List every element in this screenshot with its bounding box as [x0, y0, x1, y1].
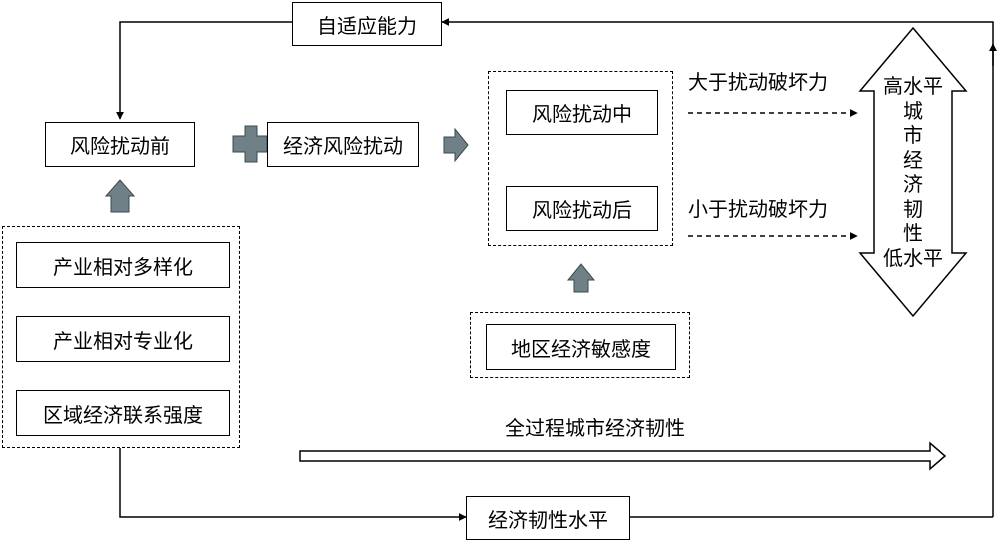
feedback-loop-arrow [441, 18, 994, 517]
factor-diversification-box: 产业相对多样化 [16, 242, 230, 288]
right-block-arrow-icon [443, 127, 469, 163]
scale-char: 济 [903, 172, 923, 196]
adaptive-capacity-box: 自适应能力 [292, 2, 442, 46]
before-disturbance-box: 风险扰动前 [45, 122, 195, 167]
scale-char: 经 [903, 147, 923, 172]
scale-char: 市 [903, 123, 923, 147]
resilience-scale-label: 高水平 城 市 经 济 韧 性 低水平 [873, 74, 953, 270]
scale-char: 城 [903, 98, 923, 123]
up-block-arrow-icon-middle [566, 263, 596, 293]
full-process-resilience-label: 全过程城市经济韧性 [505, 416, 685, 440]
factors-group [2, 226, 240, 448]
scale-high-label: 高水平 [883, 74, 943, 98]
full-process-arrow [299, 441, 947, 471]
plus-icon [232, 125, 268, 163]
during-disturbance-box: 风险扰动中 [506, 90, 658, 135]
after-disturbance-box: 风险扰动后 [506, 186, 658, 231]
factor-connection-strength-box: 区域经济联系强度 [16, 390, 230, 436]
resilience-level-box: 经济韧性水平 [466, 496, 630, 540]
economic-risk-disturbance-box: 经济风险扰动 [267, 122, 419, 167]
regional-sensitivity-box: 地区经济敏感度 [486, 324, 676, 370]
greater-than-damage-label: 大于扰动破坏力 [688, 70, 828, 94]
factor-specialization-box: 产业相对专业化 [16, 316, 230, 362]
less-than-damage-label: 小于扰动破坏力 [688, 197, 828, 221]
scale-low-label: 低水平 [883, 245, 943, 270]
scale-char: 韧 [903, 196, 923, 221]
adaptive-to-before-arrow [116, 21, 292, 120]
regional-sensitivity-group [470, 312, 690, 378]
up-block-arrow-icon-left [104, 179, 136, 213]
resilience-scale-arrow [858, 26, 968, 318]
factors-to-level-arrow [119, 448, 467, 521]
scale-char: 性 [903, 221, 923, 245]
disturbance-stage-group [488, 71, 673, 246]
